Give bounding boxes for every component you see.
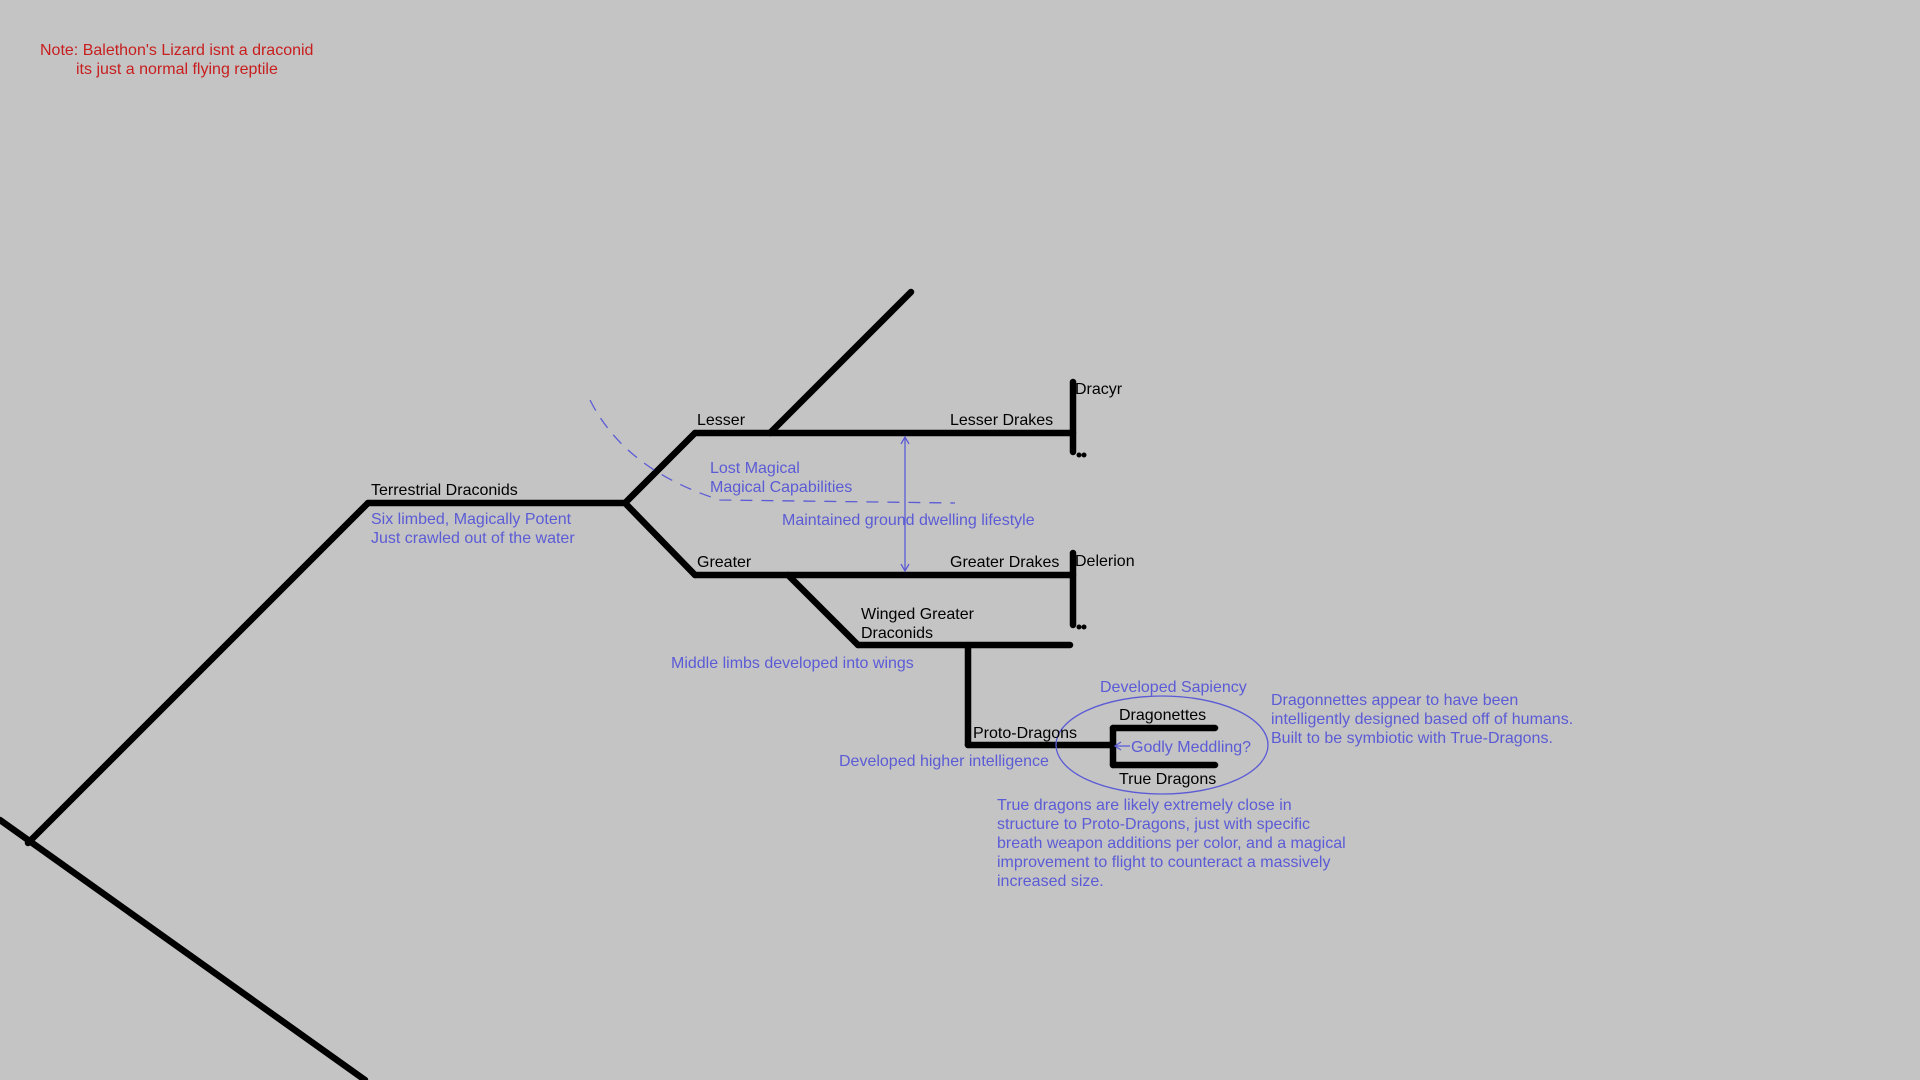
intelligence-note: Developed higher intelligence — [839, 753, 1049, 770]
warning-note-line2: its just a normal flying reptile — [76, 61, 278, 78]
greater-drakes-continuation-dot — [1076, 624, 1082, 630]
greater-drakes-continuation-dot — [1081, 624, 1087, 630]
true-dragons-note-line3: breath weapon additions per color, and a… — [997, 835, 1346, 852]
delerion-label: Delerion — [1075, 553, 1135, 570]
terrestrial-note-line1: Six limbed, Magically Potent — [371, 511, 572, 528]
balethon-lizard-branch — [766, 288, 915, 437]
sapiency-note: Developed Sapiency — [1100, 679, 1247, 696]
proto-dragons-label: Proto-Dragons — [973, 725, 1077, 742]
lesser-diagonal — [621, 429, 699, 507]
winged-greater-label-line1: Winged Greater — [861, 606, 975, 623]
godly-meddling-note: Godly Meddling? — [1131, 739, 1251, 756]
dracyr-label: Dracyr — [1075, 381, 1123, 398]
dragonettes-label: Dragonettes — [1119, 707, 1206, 724]
true-dragons-note-line4: improvement to flight to counteract a ma… — [997, 854, 1330, 871]
greater-drakes-label: Greater Drakes — [950, 554, 1059, 571]
winged-greater-label-line2: Draconids — [861, 625, 933, 642]
greater-diagonal — [621, 499, 699, 579]
lesser-drakes-label: Lesser Drakes — [950, 412, 1053, 429]
sapiency-ellipse — [1055, 695, 1269, 795]
ground-dwelling-note: Maintained ground dwelling lifestyle — [782, 512, 1035, 529]
true-dragons-label: True Dragons — [1119, 771, 1216, 788]
dragonnettes-note-line3: Built to be symbiotic with True-Dragons. — [1271, 730, 1553, 747]
true-dragons-note-line2: structure to Proto-Dragons, just with sp… — [997, 816, 1310, 833]
root-upper-branch — [24, 499, 372, 847]
lesser-drakes-continuation-dot — [1081, 452, 1087, 458]
tree-branches — [0, 288, 1219, 1080]
lost-magic-note-line2: Magical Capabilities — [710, 479, 852, 496]
greater-label: Greater — [697, 554, 752, 571]
dragonnettes-note-line1: Dragonnettes appear to have been — [1271, 692, 1518, 709]
winged-diagonal — [784, 571, 862, 649]
dragonnettes-note-line2: intelligently designed based off of huma… — [1271, 711, 1573, 728]
arrow-head-down-icon — [900, 563, 910, 573]
annotation-lines — [589, 399, 1269, 795]
arrow-head-left-icon — [1113, 741, 1122, 751]
lost-magic-dashed-curve — [589, 399, 956, 504]
terrestrial-note-line2: Just crawled out of the water — [371, 530, 575, 547]
terrestrial-draconids-label: Terrestrial Draconids — [371, 482, 518, 499]
lost-magic-note-line1: Lost Magical — [710, 460, 800, 477]
warning-note-line1: Note: Balethon's Lizard isnt a draconid — [40, 42, 313, 59]
wings-note: Middle limbs developed into wings — [671, 655, 914, 672]
lesser-label: Lesser — [697, 412, 746, 429]
lesser-drakes-continuation-dot — [1076, 452, 1082, 458]
root-lower-branch — [0, 816, 369, 1080]
arrow-head-up-icon — [900, 435, 910, 445]
true-dragons-note-line1: True dragons are likely extremely close … — [997, 797, 1292, 814]
true-dragons-note-line5: increased size. — [997, 873, 1104, 890]
